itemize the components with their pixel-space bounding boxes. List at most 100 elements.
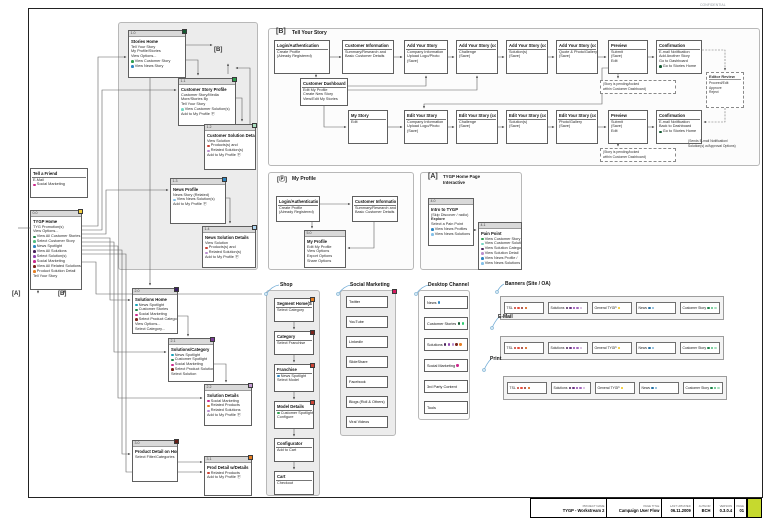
shop-segment-home: Segment Home(SMB)Select Category: [274, 297, 315, 322]
box-item: Add to Cart: [277, 447, 297, 452]
box-title: Login/Authentication: [278, 198, 318, 206]
box-item: View/Edit My Stories: [303, 97, 338, 102]
box-3-1-header: 3.1: [205, 457, 251, 463]
channel-dot-icon: [451, 343, 454, 346]
box-item: (Save): [459, 54, 471, 59]
banner-cell: News: [636, 302, 676, 314]
social-facebook: Facebook: [346, 376, 388, 388]
box-title: Add Your Story (cont'd.): [458, 42, 496, 50]
box-item: Create Profile: [279, 205, 303, 210]
channel-dot-icon: [457, 322, 461, 325]
box-item: Submit: [611, 49, 623, 54]
box-item: E-Mail: [33, 177, 44, 182]
note-line: Proceed/Edit: [709, 81, 729, 86]
item-bullet-icon: [171, 363, 174, 367]
title-block-label: LAST UPDATED: [669, 503, 691, 508]
item-bullet-icon: [481, 257, 484, 260]
box-title: Social Marketing: [427, 363, 456, 368]
box-title: Tell a Friend: [32, 169, 86, 178]
section-label: TYGP Home Page: [443, 174, 481, 179]
box-title: Customer Story Profile: [181, 86, 227, 92]
bracket-letter: Ⓟ: [279, 177, 286, 183]
title-block-value: TYGP - Workstream 2: [562, 507, 605, 513]
box-item: Upload Logo/Photo: [407, 124, 440, 129]
tell-your-story-bracket: [B]: [276, 28, 286, 35]
box-item: (Skip Discover / radio): [431, 212, 469, 217]
box-item: View Customer Story: [129, 59, 185, 64]
banner-cell: Solutions: [548, 342, 588, 354]
social-twitter: Twitter: [346, 296, 388, 308]
banner-dot-icon: [516, 386, 520, 390]
box-item: TYG Promotion(s): [33, 224, 64, 229]
banner-label: General TYGP: [594, 306, 617, 310]
banner-dot-icon: [710, 346, 714, 350]
section-label: Banners (Site / OA): [505, 281, 551, 287]
box-item: Add to My Profile Ⓟ: [207, 153, 241, 158]
channel-dot-icon: [444, 343, 447, 346]
box-title: News Solution Details: [205, 234, 249, 240]
banner-label: News: [638, 306, 647, 310]
banner-dot-icon: [517, 346, 520, 350]
ts-add-contd-3: Add Your Story (cont'd.)Quote & Photo/Ga…: [556, 40, 598, 74]
banner-label: Customer Story: [685, 386, 710, 390]
note-line: Solution(s) w/Approval Options): [688, 143, 736, 148]
banner-dot-icon: [527, 386, 531, 390]
link-b-bracket: [B]: [58, 291, 67, 297]
box-item: Go to Stories Home: [657, 129, 701, 134]
item-bullet-icon: [207, 149, 210, 153]
box-item: View Options: [307, 249, 330, 254]
box-title: Cart: [276, 472, 312, 481]
box-item: View Options...: [131, 54, 157, 59]
item-bullet-icon: [207, 471, 210, 475]
ts-add-contd-1: Add Your Story (cont'd.)Challenge(Save): [456, 40, 498, 74]
note-line: within Customer Dashboard): [603, 86, 646, 91]
box-item: Challenge: [459, 119, 477, 124]
banner-dot-icon: [707, 346, 710, 350]
box-number: 1.1: [180, 79, 186, 83]
note-line: Approve: [709, 85, 722, 90]
note-line: (Story is pending/locked: [603, 82, 640, 86]
box-3-0-corner-marker: [174, 439, 179, 444]
banner-dot-icon: [524, 386, 527, 390]
bracket-letter: A: [430, 173, 436, 180]
box-item: Go to Stories Home: [657, 64, 701, 69]
item-bullet-icon: [131, 60, 134, 64]
box-title: Twitter: [349, 300, 361, 304]
banner-label: Customer Story: [682, 346, 707, 350]
box-item: View Solution Detail: [479, 251, 521, 256]
box-title: Edit Your Story (cont'd.): [508, 111, 546, 120]
box-item: News Story (Related): [173, 192, 210, 197]
box-item: View Customer Solution(s): [179, 107, 235, 112]
interactive-bracket: [A]: [428, 173, 438, 180]
section-label: Shop: [280, 282, 293, 288]
section-label: My Profile: [292, 176, 316, 182]
box-item: View Solution: [207, 138, 230, 143]
box-item: Select Category...: [135, 327, 165, 332]
box-number: 2.1: [170, 339, 176, 343]
box-item: Solution(s): [509, 119, 528, 124]
box-item: Related Solution(s): [205, 148, 255, 153]
box-item: View Solution: [205, 240, 228, 245]
box-item: View News Solutions: [429, 232, 473, 237]
banner-dot-icon: [710, 306, 714, 310]
box-item: (Save): [559, 124, 571, 129]
box-item: Select Solution: [171, 372, 197, 377]
title-block-value: BCH: [701, 507, 711, 513]
banner-dot-icon: [576, 306, 579, 310]
shop-model-details-corner-marker: [310, 400, 315, 405]
box-item: Products(s) and: [203, 245, 255, 250]
